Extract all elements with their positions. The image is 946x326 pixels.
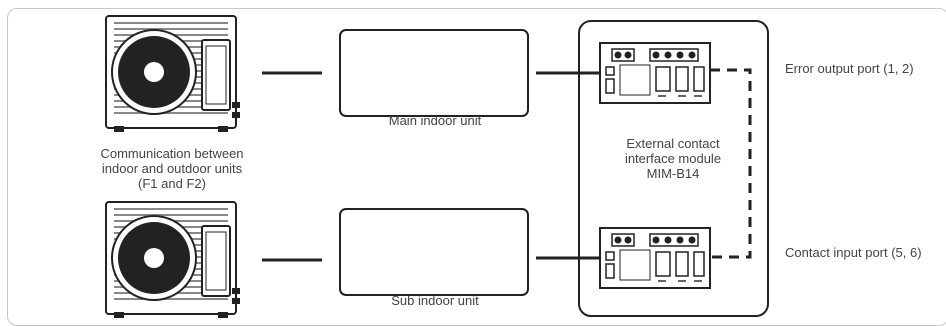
outdoor-unit-top bbox=[105, 15, 241, 133]
module-board-bottom bbox=[599, 227, 711, 289]
module-label: External contact interface module MIM-B1… bbox=[624, 136, 722, 181]
communication-label: Communication between indoor and outdoor… bbox=[100, 146, 244, 191]
main-indoor-unit bbox=[339, 29, 529, 117]
sub-indoor-unit bbox=[339, 208, 529, 296]
outdoor-unit-bottom bbox=[105, 201, 241, 319]
main-indoor-label: Main indoor unit bbox=[388, 113, 482, 128]
contact-input-port-label: Contact input port (5, 6) bbox=[785, 245, 922, 260]
module-board-top bbox=[599, 42, 711, 104]
sub-indoor-label: Sub indoor unit bbox=[391, 293, 479, 308]
dashed-link-line bbox=[710, 68, 752, 259]
error-output-port-label: Error output port (1, 2) bbox=[785, 61, 914, 76]
